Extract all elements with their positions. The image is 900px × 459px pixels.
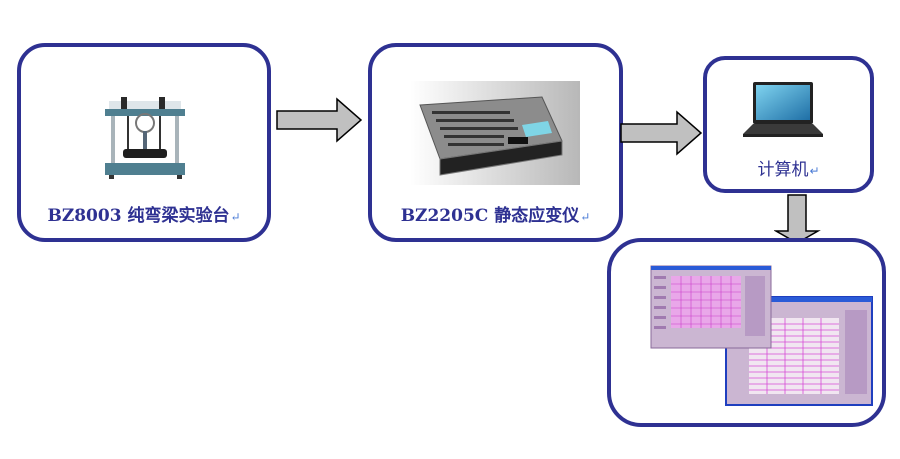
node-bending-beam-rig: BZ8003 纯弯梁实验台↵ [17,43,271,242]
node-label: BZ8003 纯弯梁实验台↵ [47,206,241,226]
arrow-down [774,194,821,243]
node-label: 计算机↵ [757,160,820,180]
return-mark-icon: ↵ [230,210,241,224]
return-mark-icon: ↵ [809,164,820,178]
node-software [607,238,886,427]
return-mark-icon: ↵ [580,210,591,224]
arrow-right-1 [276,97,363,143]
node-computer: 计算机↵ [703,56,874,193]
node-strain-meter: BZ2205C 静态应变仪↵ [368,43,623,242]
software-screenshots-image [650,265,873,406]
arrow-right-2 [620,110,703,156]
laptop-image [743,82,823,137]
static-strain-indicator-image [410,81,580,185]
bending-beam-apparatus-image [105,97,185,179]
node-label: BZ2205C 静态应变仪↵ [400,206,591,226]
strain-chart-window [650,265,772,349]
